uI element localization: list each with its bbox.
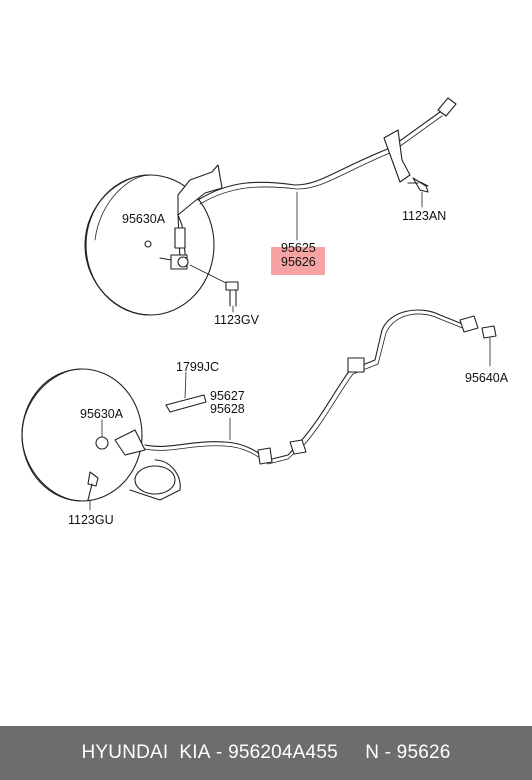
footer-ref: N - 95626	[365, 742, 451, 763]
bottom-sensor-cable	[87, 309, 497, 511]
parts-diagram: 95630A 95625 95626 1123AN 1123GV 1799JC …	[21, 97, 509, 527]
footer-brand: HYUNDAI KIA	[81, 742, 211, 763]
bottom-drum	[21, 368, 181, 502]
label-95630A-top: 95630A	[122, 212, 166, 226]
label-95627: 95627	[210, 389, 245, 403]
label-95628: 95628	[210, 402, 245, 416]
top-sensor-cable	[144, 97, 457, 313]
label-1799JC: 1799JC	[176, 360, 219, 374]
label-95640A: 95640A	[465, 371, 509, 385]
label-1123GU: 1123GU	[68, 513, 114, 527]
label-95630A-bottom: 95630A	[80, 407, 124, 421]
label-1123GV: 1123GV	[214, 313, 260, 327]
footer-bar: HYUNDAI KIA - 956204A455 N - 95626	[0, 726, 532, 780]
label-95626: 95626	[281, 255, 316, 269]
label-95625: 95625	[281, 241, 316, 255]
footer-part-number: 956204A455	[228, 742, 338, 763]
highlight-box-95626	[271, 247, 325, 275]
label-1123AN: 1123AN	[402, 209, 446, 223]
